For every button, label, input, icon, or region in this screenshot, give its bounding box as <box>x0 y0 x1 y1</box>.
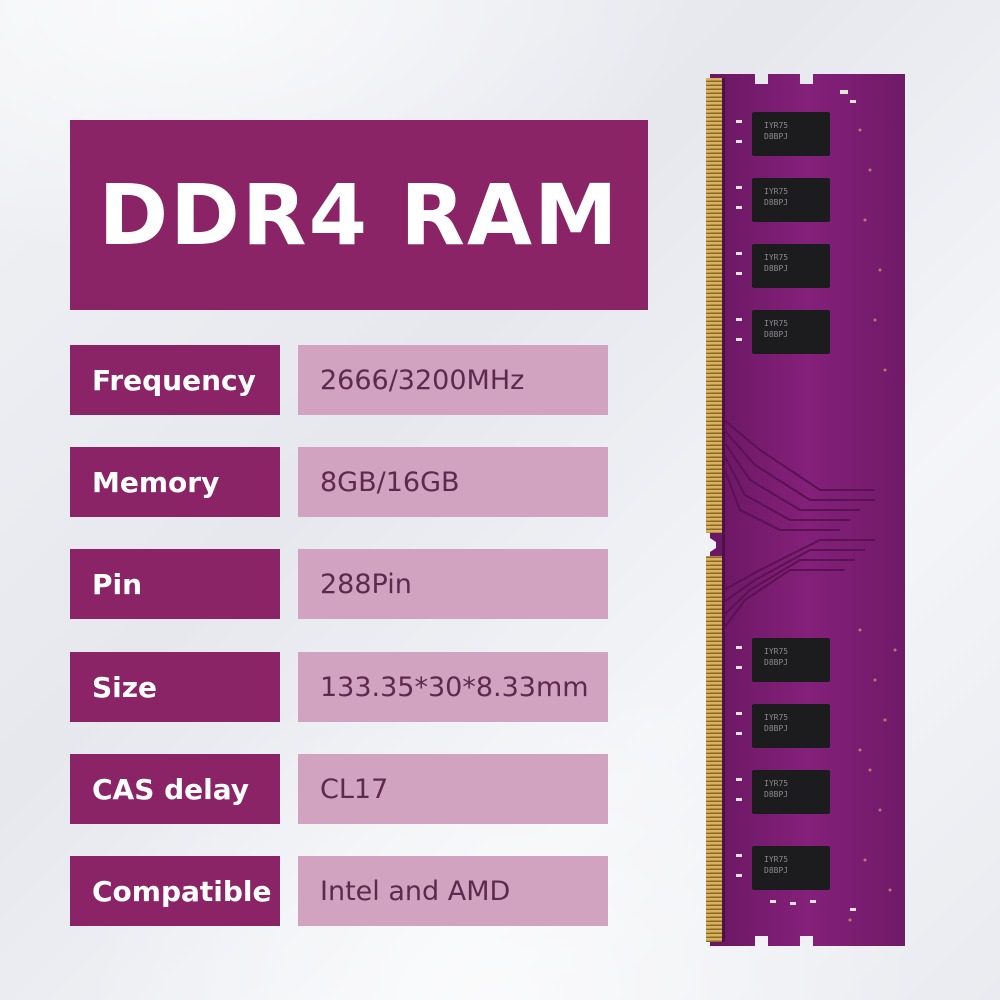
spec-label: Frequency <box>70 345 280 415</box>
chip-label: D8BPJ <box>764 724 788 733</box>
spec-value: Intel and AMD <box>298 856 608 926</box>
spec-label: Size <box>70 652 280 722</box>
spec-value: 133.35*30*8.33mm <box>298 652 608 722</box>
chip-label: D8BPJ <box>764 866 788 875</box>
spec-value: CL17 <box>298 754 608 824</box>
memory-chip-group-top: IYR75 D8BPJ IYR75 D8BPJ IYR75 D8BPJ IYR7… <box>752 112 830 354</box>
chip-label: D8BPJ <box>764 132 788 141</box>
chip-label: IYR75 <box>764 319 788 328</box>
spec-value: 8GB/16GB <box>298 447 608 517</box>
chip-label: D8BPJ <box>764 198 788 207</box>
pcb-traces <box>723 419 875 629</box>
pcb-vias <box>848 128 897 922</box>
spec-value: 288Pin <box>298 549 608 619</box>
spec-label: Compatible <box>70 856 280 926</box>
spec-label: Memory <box>70 447 280 517</box>
smd-components <box>736 90 856 911</box>
chip-label: IYR75 <box>764 779 788 788</box>
spec-row-pin: Pin 288Pin <box>70 549 608 619</box>
spec-label: CAS delay <box>70 754 280 824</box>
title-banner: DDR4 RAM <box>70 120 648 310</box>
chip-label: IYR75 <box>764 187 788 196</box>
spec-label: Pin <box>70 549 280 619</box>
chip-label: IYR75 <box>764 647 788 656</box>
chip-label: IYR75 <box>764 253 788 262</box>
chip-label: IYR75 <box>764 713 788 722</box>
spec-value: 2666/3200MHz <box>298 345 608 415</box>
spec-row-frequency: Frequency 2666/3200MHz <box>70 345 608 415</box>
chip-label: D8BPJ <box>764 264 788 273</box>
page-title: DDR4 RAM <box>98 166 620 264</box>
chip-label: IYR75 <box>764 121 788 130</box>
memory-chip-group-bottom: IYR75 D8BPJ IYR75 D8BPJ IYR75 D8BPJ IYR7… <box>752 638 830 890</box>
ram-module-image: IYR75 D8BPJ IYR75 D8BPJ IYR75 D8BPJ IYR7… <box>706 74 905 946</box>
spec-row-size: Size 133.35*30*8.33mm <box>70 652 608 722</box>
spec-row-cas-delay: CAS delay CL17 <box>70 754 608 824</box>
chip-label: D8BPJ <box>764 658 788 667</box>
chip-label: IYR75 <box>764 855 788 864</box>
chip-label: D8BPJ <box>764 330 788 339</box>
spec-row-compatible: Compatible Intel and AMD <box>70 856 608 926</box>
spec-row-memory: Memory 8GB/16GB <box>70 447 608 517</box>
chip-label: D8BPJ <box>764 790 788 799</box>
